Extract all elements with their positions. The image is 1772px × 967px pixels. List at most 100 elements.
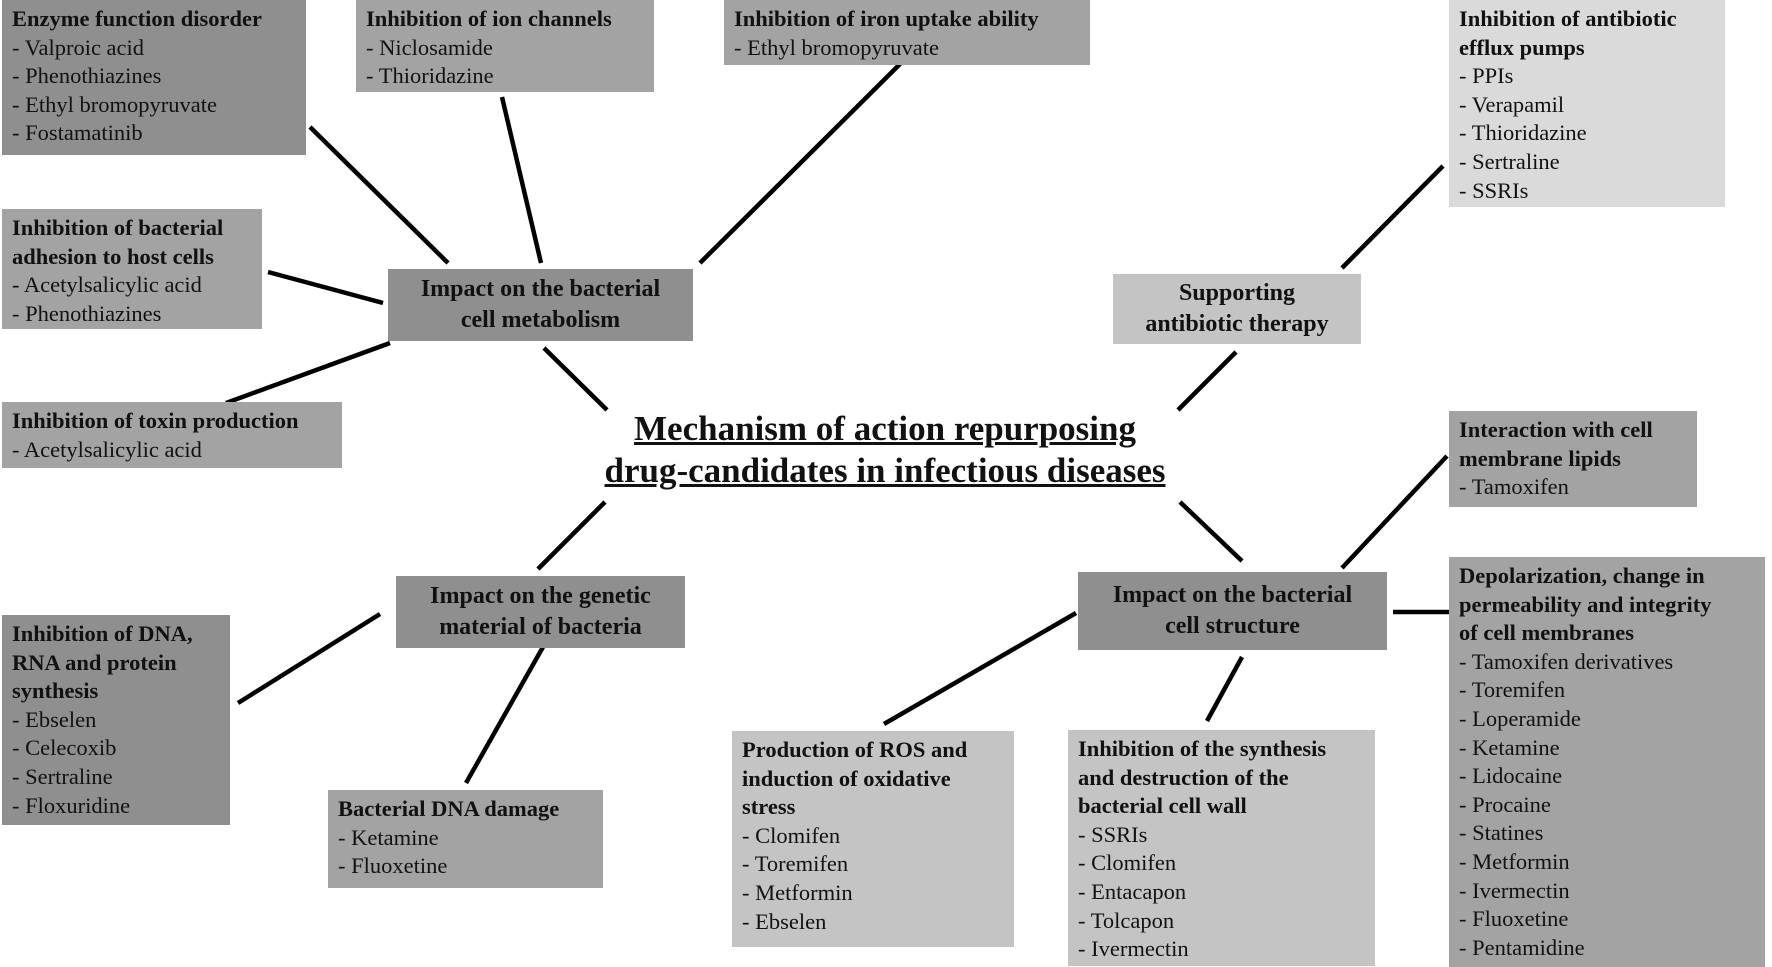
link-genetic-center xyxy=(536,500,607,571)
drug-item: - Verapamil xyxy=(1459,91,1565,117)
drug-item: - Ivermectin xyxy=(1078,936,1189,962)
link-dna xyxy=(464,645,545,785)
drug-item: - SSRIs xyxy=(1459,177,1529,203)
drug-item: - Ethyl bromopyruvate xyxy=(734,34,939,60)
link-structure-center xyxy=(1178,500,1244,563)
hub-label-line2: material of bacteria xyxy=(439,614,642,640)
drug-item: - Valproic acid xyxy=(12,34,145,60)
drug-item: - Statines xyxy=(1459,820,1544,846)
link-adhesion xyxy=(267,269,384,306)
drug-item: - Tolcapon xyxy=(1078,907,1175,933)
box-title: Inhibition of ion channels xyxy=(366,6,612,31)
drug-item: - Ivermectin xyxy=(1459,877,1570,903)
hub-antibiotic-therapy: Supporting antibiotic therapy xyxy=(1113,274,1361,344)
box-title: of cell membranes xyxy=(1459,620,1634,646)
box-dna-rna-protein-synthesis: Inhibition of DNA, RNA and protein synth… xyxy=(2,615,230,825)
box-title: membrane lipids xyxy=(1459,445,1621,471)
diagram-title-line1: Mechanism of action repurposing xyxy=(634,409,1136,448)
drug-item: - Celecoxib xyxy=(12,735,117,761)
hub-cell-metabolism: Impact on the bacterial cell metabolism xyxy=(388,269,693,341)
box-title: Inhibition of iron uptake ability xyxy=(734,6,1039,31)
link-antibiotic-center xyxy=(1176,350,1238,412)
hub-genetic-material: Impact on the genetic material of bacter… xyxy=(396,576,685,648)
drug-item: - Metformin xyxy=(742,879,853,905)
drug-item: - Phenothiazines xyxy=(12,63,162,89)
hub-label-line1: Impact on the bacterial xyxy=(1112,582,1353,608)
drug-item: - Floxuridine xyxy=(12,792,131,818)
drug-item: - Phenothiazines xyxy=(12,300,162,326)
link-toxin xyxy=(225,340,391,406)
hub-label-line2: cell metabolism xyxy=(460,307,621,333)
box-title: Inhibition of bacterial xyxy=(12,215,224,240)
drug-item: - Tamoxifen derivatives xyxy=(1459,648,1674,674)
hub-label-line1: Impact on the bacterial xyxy=(420,276,661,302)
link-ion xyxy=(499,96,544,264)
drug-item: - Pentamidine xyxy=(1459,934,1585,960)
drug-item: - Thioridazine xyxy=(1459,120,1587,146)
hub-label-line1: Supporting xyxy=(1178,280,1296,306)
link-enzyme xyxy=(308,125,450,265)
drug-item: - Ebselen xyxy=(12,706,97,732)
box-ros-oxidative-stress: Production of ROS and induction of oxida… xyxy=(732,731,1014,947)
link-iron xyxy=(698,62,902,265)
box-title: Bacterial DNA damage xyxy=(338,796,560,821)
box-title: stress xyxy=(742,794,796,820)
box-membrane-depolarization: Depolarization, change in permeability a… xyxy=(1449,557,1765,967)
drug-item: - SSRIs xyxy=(1078,821,1148,847)
box-title: RNA and protein xyxy=(12,649,177,675)
box-toxin-production: Inhibition of toxin production - Acetyls… xyxy=(2,402,342,468)
drug-item: - Ethyl bromopyruvate xyxy=(12,91,217,117)
box-title: permeability and integrity xyxy=(1459,591,1712,617)
box-title: bacterial cell wall xyxy=(1078,793,1247,819)
drug-item: - Ketamine xyxy=(1459,734,1560,760)
drug-item: - Procaine xyxy=(1459,791,1551,817)
box-title: efflux pumps xyxy=(1459,34,1585,60)
drug-item: - Sertraline xyxy=(1459,148,1560,174)
hub-label-line2: antibiotic therapy xyxy=(1145,311,1329,337)
box-enzyme-function-disorder: Enzyme function disorder - Valproic acid… xyxy=(2,0,306,155)
box-title: Production of ROS and xyxy=(742,737,968,762)
box-antibiotic-efflux-pumps: Inhibition of antibiotic efflux pumps - … xyxy=(1449,0,1725,207)
hub-cell-structure: Impact on the bacterial cell structure xyxy=(1078,572,1387,650)
drug-item: - Thioridazine xyxy=(366,63,494,89)
box-title: Inhibition of antibiotic xyxy=(1459,6,1677,31)
drug-item: - Loperamide xyxy=(1459,705,1581,731)
drug-item: - Acetylsalicylic acid xyxy=(12,272,202,298)
box-title: induction of oxidative xyxy=(742,765,951,791)
box-title: Inhibition of toxin production xyxy=(12,408,299,433)
box-ion-channels: Inhibition of ion channels - Niclosamide… xyxy=(356,0,654,92)
drug-item: - Ebselen xyxy=(742,908,827,934)
box-membrane-lipids: Interaction with cell membrane lipids - … xyxy=(1449,411,1697,507)
drug-item: - Sertraline xyxy=(12,763,113,789)
drug-item: - Tamoxifen xyxy=(1459,474,1569,500)
box-title: Interaction with cell xyxy=(1459,417,1653,442)
drug-item: - Acetylsalicylic acid xyxy=(12,436,202,462)
link-metabolism-center xyxy=(542,346,609,412)
link-synthesis xyxy=(236,612,382,705)
drug-item: - Clomifen xyxy=(742,822,841,848)
drug-item: - Toremifen xyxy=(1459,677,1566,703)
hub-label-line1: Impact on the genetic xyxy=(430,583,651,609)
drug-item: - Entacapon xyxy=(1078,878,1187,904)
link-lipids xyxy=(1340,454,1449,570)
box-title: Depolarization, change in xyxy=(1459,563,1705,588)
drug-item: - Fostamatinib xyxy=(12,120,143,146)
link-cellwall xyxy=(1205,655,1244,723)
hub-label-line2: cell structure xyxy=(1165,613,1300,639)
drug-item: - PPIs xyxy=(1459,63,1514,89)
box-bacterial-dna-damage: Bacterial DNA damage - Ketamine - Fluoxe… xyxy=(328,790,603,888)
link-ros xyxy=(882,611,1078,726)
drug-item: - Metformin xyxy=(1459,848,1570,874)
link-efflux xyxy=(1340,164,1445,270)
box-title: adhesion to host cells xyxy=(12,243,214,269)
drug-item: - Fluoxetine xyxy=(1459,906,1569,932)
drug-item: - Ketamine xyxy=(338,824,439,850)
box-bacterial-adhesion: Inhibition of bacterial adhesion to host… xyxy=(2,209,262,329)
box-title: Enzyme function disorder xyxy=(12,6,262,31)
drug-item: - Toremifen xyxy=(742,851,849,877)
drug-item: - Fluoxetine xyxy=(338,853,448,879)
diagram-title: Mechanism of action repurposing drug-can… xyxy=(545,408,1225,492)
box-title: Inhibition of DNA, xyxy=(12,621,193,646)
box-cell-wall-synthesis: Inhibition of the synthesis and destruct… xyxy=(1068,730,1375,966)
